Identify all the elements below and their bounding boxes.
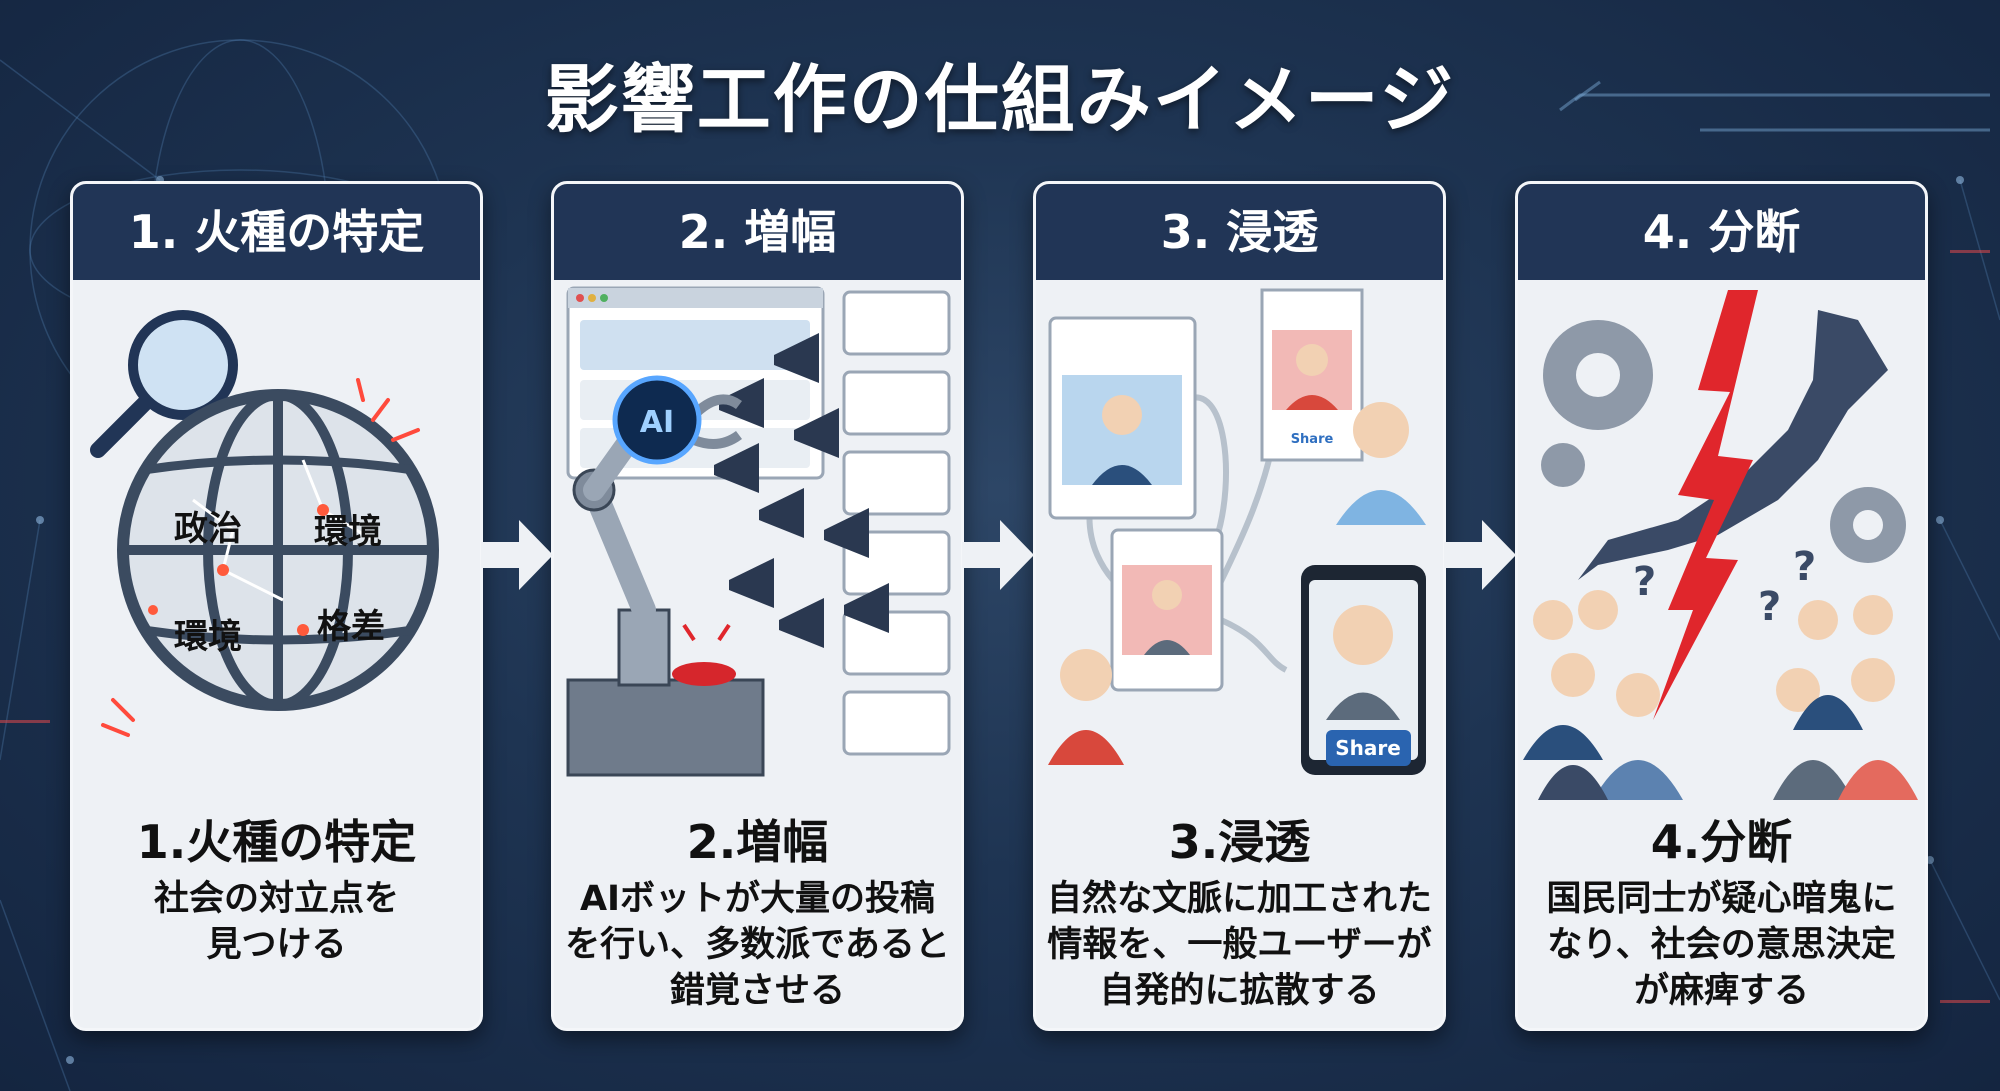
step-2-description: AIボットが大量の投稿 を行い、多数派であると 錯覚させる	[564, 876, 951, 1014]
desc-line: が麻痺する	[1633, 971, 1809, 1011]
desc-line: 見つける	[206, 925, 347, 965]
step-4-header: 4. 分断	[1518, 184, 1925, 280]
svg-text:?: ?	[1758, 584, 1781, 630]
step-2-panel: 2. 増幅	[551, 181, 964, 1031]
chat-bubble-icon	[842, 290, 951, 756]
crowd-icon: ???	[1523, 544, 1918, 800]
step-1-panel: 1. 火種の特定 政治 環境 環境	[70, 181, 483, 1031]
red-button-icon	[672, 623, 736, 686]
share-button[interactable]	[1326, 730, 1411, 766]
megaphone-icon	[714, 333, 889, 648]
step-1-description: 社会の対立点を 見つける	[83, 876, 470, 968]
step-1-heading: 1.火種の特定	[136, 815, 417, 869]
japan-map	[1578, 310, 1888, 580]
desc-line: 社会の対立点を	[153, 879, 399, 919]
ai-chip-icon: AI	[612, 375, 702, 465]
step-2-heading: 2.増幅	[686, 815, 829, 869]
lightning-bolt-icon	[1653, 290, 1758, 720]
step-2-illustration: AI	[566, 286, 951, 777]
step-3-description: 自然な文脈に加工された 情報を、一般ユーザーが 自発的に拡散する	[1046, 876, 1433, 1014]
svg-text:?: ?	[1793, 544, 1816, 590]
desc-line: 自然な文脈に加工された	[1046, 879, 1432, 919]
arrow-right-icon	[962, 520, 1034, 590]
desc-line: 国民同士が疑心暗鬼に	[1546, 879, 1897, 919]
step-4-panel: 4. 分断	[1515, 181, 1928, 1031]
step-2-header: 2. 増幅	[554, 184, 961, 280]
globe-label-inequality: 格差	[317, 607, 385, 647]
step-4-heading: 4.分断	[1650, 815, 1793, 869]
desc-line: AIボットが大量の投稿	[579, 879, 936, 919]
social-post-card	[1048, 288, 1364, 692]
user-icon	[1048, 402, 1426, 765]
ai-badge-text: AI	[640, 405, 674, 440]
globe-icon	[117, 389, 439, 711]
step-3-panel: 3. 浸透 Share	[1033, 181, 1446, 1031]
desc-line: なり、社会の意思決定	[1547, 925, 1896, 965]
page-title: 影響工作の仕組みイメージ	[544, 57, 1456, 143]
step-1-header: 1. 火種の特定	[73, 184, 480, 280]
share-button-label: Share	[1335, 736, 1401, 760]
step-3-illustration: Share Share	[1048, 288, 1426, 775]
step-4-illustration: ???	[1523, 290, 1918, 800]
globe-label-politics: 政治	[174, 509, 242, 549]
magnifier-icon	[90, 310, 238, 458]
spark-icon	[101, 378, 420, 737]
arrow-right-icon	[1444, 520, 1516, 590]
svg-text:?: ?	[1633, 559, 1656, 605]
step-4-description: 国民同士が疑心暗鬼に なり、社会の意思決定 が麻痺する	[1528, 876, 1915, 1014]
desc-line: 錯覚させる	[669, 971, 845, 1011]
step-1-illustration: 政治 環境 環境 格差	[90, 310, 439, 737]
globe-label-environment-2: 環境	[174, 617, 242, 657]
step-3-header: 3. 浸透	[1036, 184, 1443, 280]
desc-line: 自発的に拡散する	[1099, 971, 1380, 1011]
desc-line: を行い、多数派であると	[565, 925, 950, 965]
gear-icon	[1541, 320, 1906, 563]
arrow-right-icon	[481, 520, 553, 590]
globe-label-environment: 環境	[314, 512, 382, 552]
desc-line: 情報を、一般ユーザーが	[1047, 925, 1432, 965]
robot-arm-icon	[566, 394, 765, 777]
share-small-label: Share	[1291, 432, 1334, 447]
browser-window-icon	[566, 286, 825, 480]
step-3-heading: 3.浸透	[1168, 815, 1311, 869]
smartphone-icon	[1301, 565, 1426, 775]
